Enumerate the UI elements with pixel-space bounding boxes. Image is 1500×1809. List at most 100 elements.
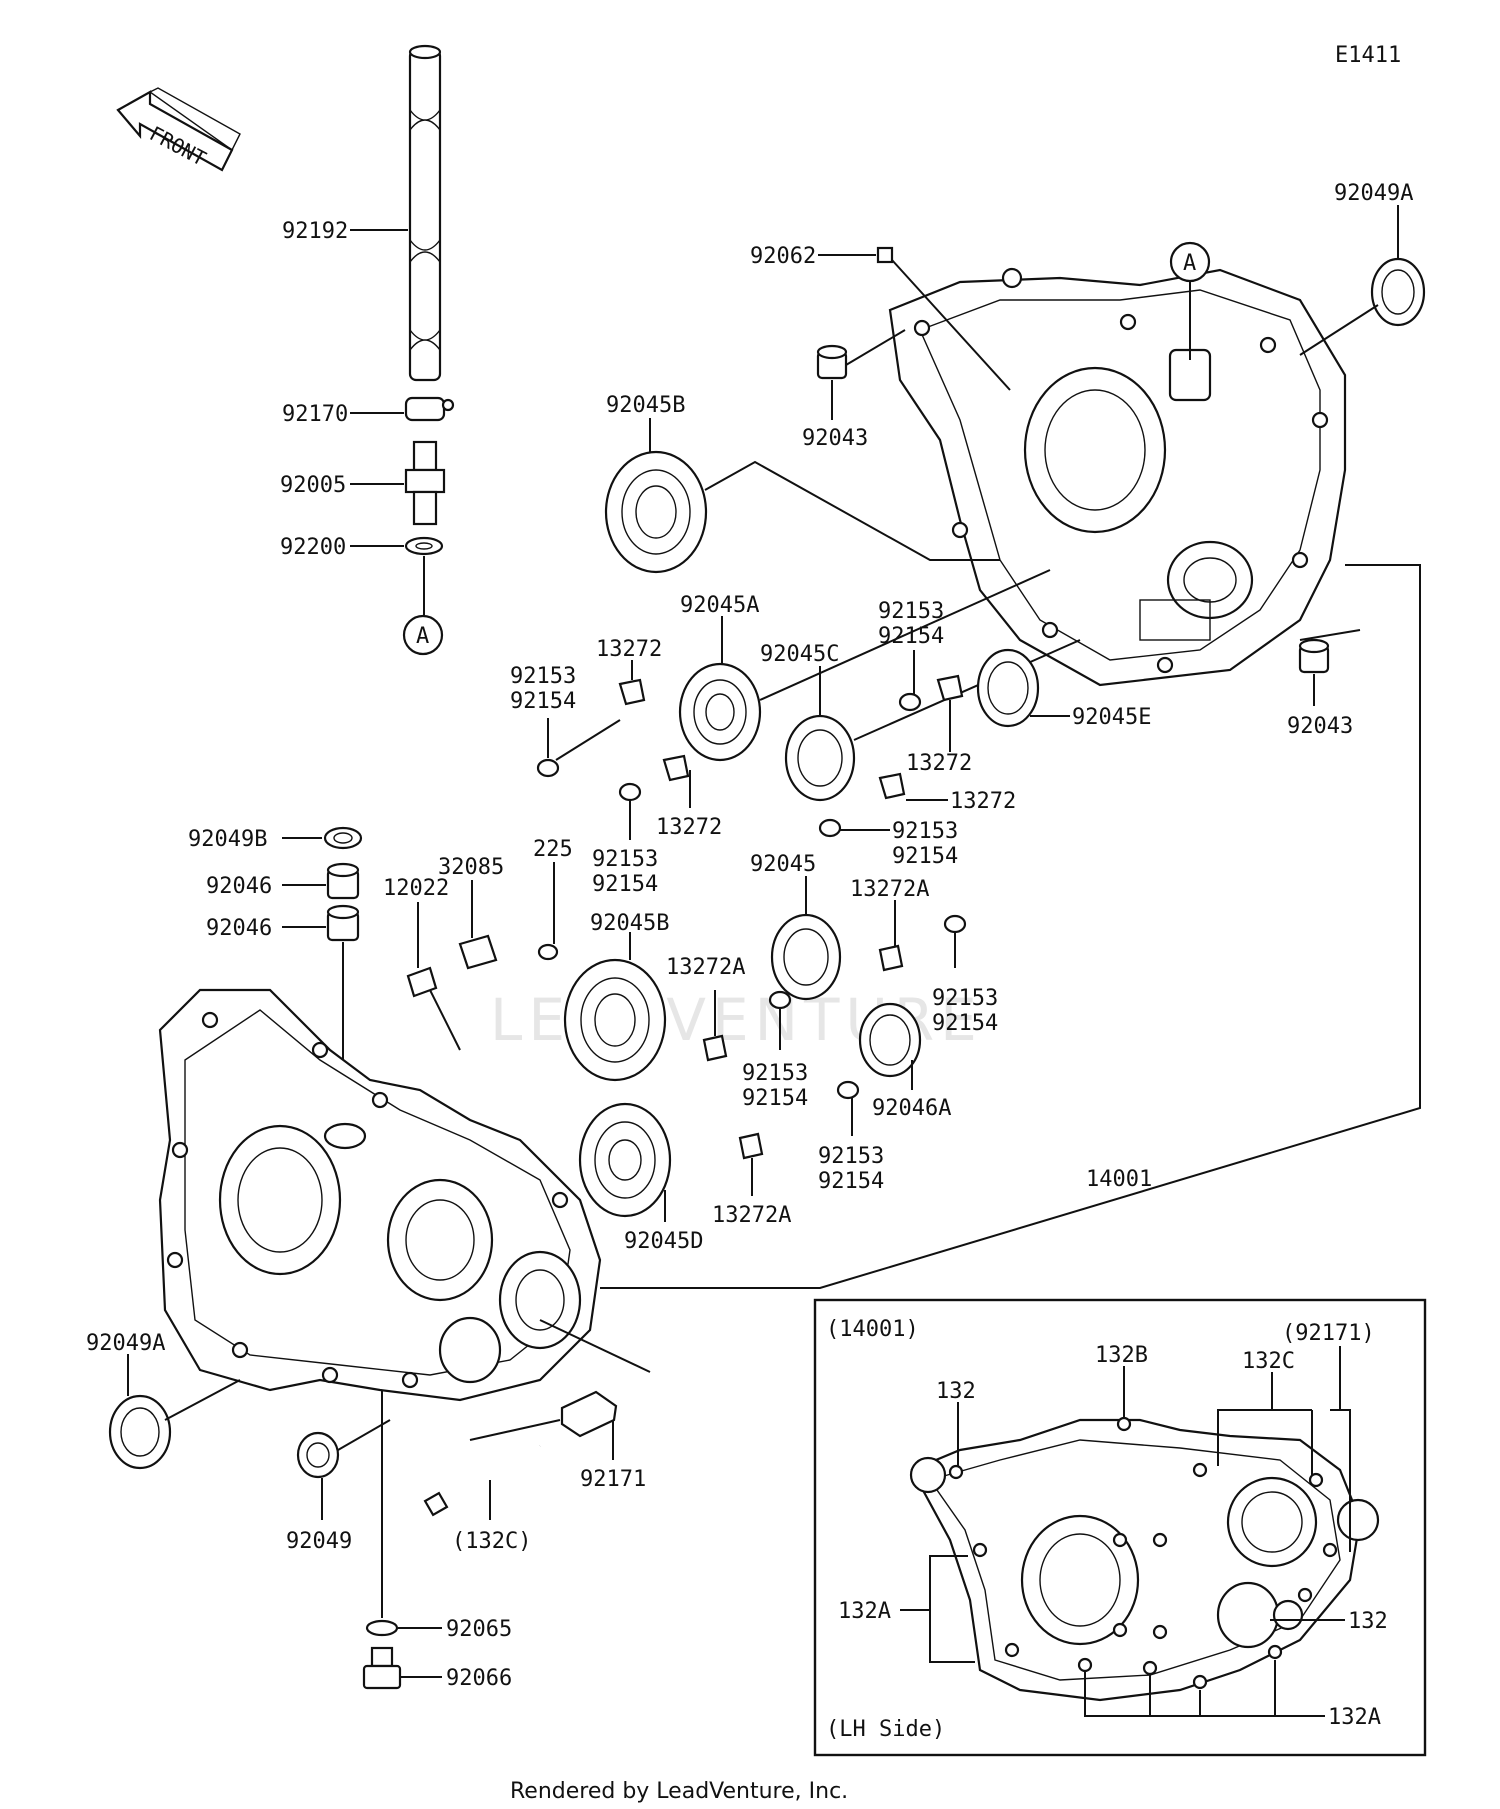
label-92045D: 92045D	[624, 1229, 703, 1254]
bolt-92153-b2	[818, 818, 842, 838]
label-92049A-top: 92049A	[1334, 181, 1413, 206]
dowel-92043-right	[1298, 638, 1330, 674]
label-32085: 32085	[438, 855, 504, 880]
guide-92171	[560, 1390, 618, 1438]
inset-panel: (14001) (92171) (LH Side)	[813, 1298, 1427, 1757]
drain-bolt-92066	[362, 1646, 402, 1690]
bolt-92153-b5	[943, 914, 967, 934]
label-92200: 92200	[280, 535, 346, 560]
dowel-92043-top	[816, 344, 848, 380]
plate-13272-right	[936, 674, 964, 702]
plate-13272A-middle	[702, 1034, 728, 1062]
plate-13272-middle	[662, 754, 690, 782]
label-b5-92154: 92154	[932, 1011, 998, 1036]
label-92192: 92192	[282, 219, 348, 244]
label-92045C: 92045C	[760, 642, 839, 667]
label-13272A-bottom: 13272A	[712, 1203, 791, 1228]
label-92043-right: 92043	[1287, 714, 1353, 739]
label-92045: 92045	[750, 852, 816, 877]
label-13272A-middle: 13272A	[666, 955, 745, 980]
label-92046-b: 92046	[206, 916, 272, 941]
label-14001: 14001	[1086, 1167, 1152, 1192]
label-b7-92153: 92153	[818, 1144, 884, 1169]
plate-13272A-top	[878, 944, 904, 972]
label-92171: 92171	[580, 1467, 646, 1492]
bearing-92046-a	[326, 862, 360, 900]
inset-label-132A-left: 132A	[838, 1599, 891, 1624]
label-b2-92154: 92154	[892, 844, 958, 869]
label-92045E: 92045E	[1072, 705, 1151, 730]
label-92046A: 92046A	[872, 1096, 951, 1121]
crankcase-left-half	[158, 988, 602, 1402]
inset-label-132B: 132B	[1095, 1343, 1148, 1368]
bracket-32085	[458, 934, 498, 970]
front-arrow-icon: FRONT	[116, 87, 241, 172]
bearing-92045A	[678, 662, 762, 762]
inset-title: (14001)	[826, 1317, 919, 1342]
label-13272A-top: 13272A	[850, 877, 929, 902]
oil-seal-92049A-left	[108, 1394, 172, 1470]
inset-label-132A-bottom: 132A	[1328, 1705, 1381, 1730]
inset-label-132C: 132C	[1242, 1349, 1295, 1374]
plate-12022	[406, 966, 438, 998]
clamp-92170	[404, 396, 455, 422]
oil-seal-92049A-top	[1370, 257, 1426, 327]
callout-a-circle	[402, 614, 444, 656]
label-13272-middle: 13272	[656, 815, 722, 840]
seal-92049	[296, 1431, 340, 1479]
diagram-id: E1411	[1335, 43, 1401, 68]
label-92170: 92170	[282, 402, 348, 427]
needle-bearing-92046A	[858, 1002, 922, 1078]
label-12022: 12022	[383, 876, 449, 901]
label-b2-92153: 92153	[892, 819, 958, 844]
inset-side-label: (LH Side)	[826, 1717, 945, 1742]
bearing-92045B-top	[604, 450, 708, 574]
washer-92065	[365, 1619, 399, 1637]
bearing-92045C	[784, 714, 856, 802]
screw-225	[537, 943, 559, 961]
bearing-92045D	[578, 1102, 672, 1218]
bearing-92046-b	[326, 904, 360, 942]
label-92005: 92005	[280, 473, 346, 498]
label-92045A: 92045A	[680, 593, 759, 618]
bolt-92153-b1	[898, 692, 922, 712]
label-92043-top: 92043	[802, 426, 868, 451]
long-bolt-132C	[423, 1443, 542, 1517]
crankcase-right-half	[888, 267, 1347, 687]
bolt-92153-b3	[536, 758, 560, 778]
footer-credit: Rendered by LeadVenture, Inc.	[510, 1779, 848, 1804]
inset-ref-92171: (92171)	[1282, 1321, 1375, 1346]
label-92045B-mid: 92045B	[590, 911, 669, 936]
label-b4-92153: 92153	[592, 847, 658, 872]
fitting-92005	[404, 440, 446, 526]
bolt-92153-b4	[618, 782, 642, 802]
bearing-92045E	[976, 648, 1040, 728]
label-92049: 92049	[286, 1529, 352, 1554]
label-b1-92153: 92153	[878, 599, 944, 624]
label-92065: 92065	[446, 1617, 512, 1642]
plate-13272-lower-right	[878, 772, 906, 800]
inset-crankcase	[909, 1416, 1380, 1702]
label-92062: 92062	[750, 244, 816, 269]
label-92049A-left: 92049A	[86, 1331, 165, 1356]
bolt-92153-b7	[836, 1080, 860, 1100]
label-b6-92154: 92154	[742, 1086, 808, 1111]
label-13272-right: 13272	[906, 751, 972, 776]
callout-a-right: A	[1183, 251, 1196, 276]
label-13272-left: 13272	[596, 637, 662, 662]
label-225: 225	[533, 837, 573, 862]
label-92045B-top: 92045B	[606, 393, 685, 418]
callout-a-left: A	[416, 624, 429, 649]
label-b6-92153: 92153	[742, 1061, 808, 1086]
label-b3-92154: 92154	[510, 689, 576, 714]
label-92049B: 92049B	[188, 827, 267, 852]
bearing-92045B-mid	[563, 958, 667, 1082]
breather-hose-92192	[408, 44, 442, 382]
label-b7-92154: 92154	[818, 1169, 884, 1194]
bolt-92062	[876, 246, 894, 264]
label-b4-92154: 92154	[592, 872, 658, 897]
bolt-92153-b6	[768, 990, 792, 1010]
plate-13272A-bottom	[738, 1132, 764, 1160]
inset-label-132-top: 132	[936, 1379, 976, 1404]
